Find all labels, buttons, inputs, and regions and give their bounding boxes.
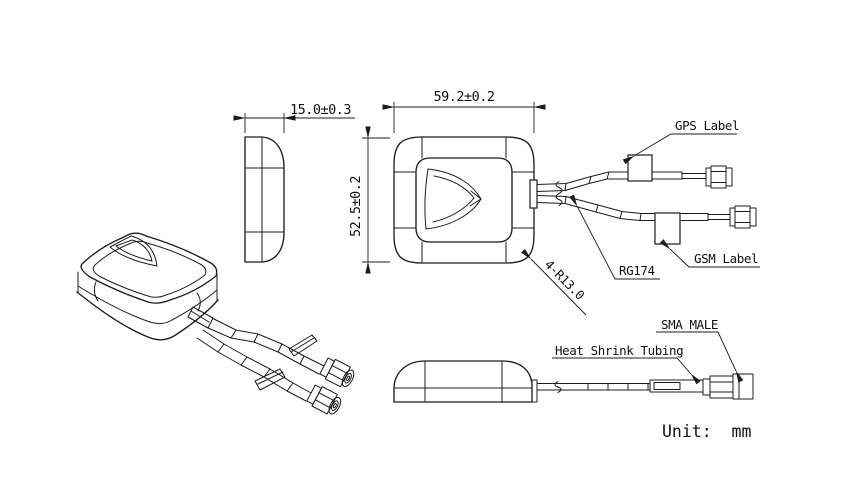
corner-radius-label: 4-R13.0 — [542, 257, 588, 303]
heat-shrink-callout: Heat Shrink Tubing — [555, 343, 683, 358]
sma-connector-bottom — [702, 373, 754, 400]
gps-label-callout: GPS Label — [675, 118, 739, 133]
cable-break-mark-gsm — [555, 193, 563, 206]
cable-break-mark-gps — [555, 181, 563, 194]
side-view: 15.0±0.3 — [233, 102, 355, 263]
isometric-view — [76, 232, 355, 415]
dim-thickness-label: 15.0±0.3 — [290, 102, 351, 118]
heat-shrink-tubing — [649, 379, 704, 393]
cable-flag-gps — [288, 334, 318, 357]
sma-connector-gps — [705, 165, 733, 189]
cable-assembly-front: GPS Label GSM Label RG174 — [529, 118, 760, 280]
sma-connector-3d-upper — [319, 357, 355, 388]
bottom-side-view: Heat Shrink Tubing SMA MALE — [393, 317, 754, 403]
front-view: 59.2±0.2 52.5±0.2 4-R13.0 — [348, 89, 588, 316]
logo-teardrop-iso — [109, 235, 158, 267]
dim-width-label: 59.2±0.2 — [433, 89, 494, 105]
gps-label-tag — [627, 154, 653, 182]
unit-note: Unit: mm — [662, 422, 751, 441]
dim-height-label: 52.5±0.2 — [348, 176, 364, 237]
logo-teardrop-front — [424, 168, 482, 230]
sma-male-callout: SMA MALE — [661, 317, 718, 332]
gsm-label-callout: GSM Label — [694, 251, 758, 266]
sma-connector-3d-lower — [306, 384, 342, 415]
cable-break-mark-bottom — [554, 381, 562, 393]
rg174-callout: RG174 — [619, 263, 655, 278]
gsm-label-tag — [654, 212, 681, 245]
cable-flag-gsm — [254, 368, 286, 391]
sma-connector-gsm — [729, 205, 757, 229]
